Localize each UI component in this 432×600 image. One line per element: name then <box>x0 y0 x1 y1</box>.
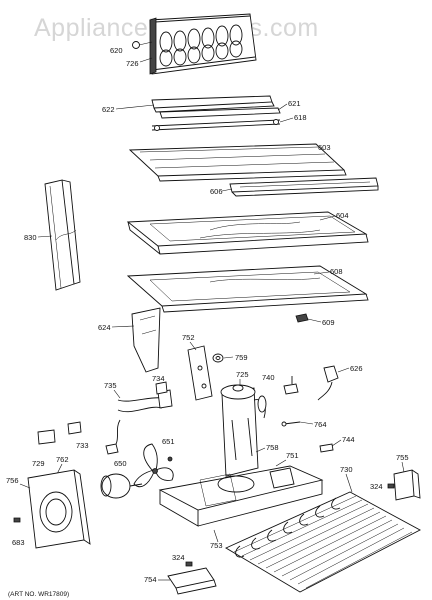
callout-764: 764 <box>314 420 327 429</box>
overload-relay-740 <box>283 376 299 395</box>
base-pan-751 <box>158 465 324 527</box>
callout-740: 740 <box>262 373 275 382</box>
grommet-759 <box>212 353 224 363</box>
callout-755: 755 <box>396 453 409 462</box>
callout-626: 626 <box>350 364 363 373</box>
front-trim-606 <box>229 177 379 197</box>
callout-651: 651 <box>162 437 175 446</box>
callout-735: 735 <box>104 381 117 390</box>
air-duct-624 <box>131 307 161 373</box>
condenser-730 <box>225 491 421 593</box>
callout-758: 758 <box>266 443 279 452</box>
callout-620: 620 <box>110 46 123 55</box>
plug-626 <box>317 365 339 401</box>
drain-trough-618 <box>151 119 281 131</box>
callout-324-upper: 324 <box>370 482 383 491</box>
callout-624: 624 <box>98 323 111 332</box>
art-number: (ART NO. WR17809) <box>8 591 69 598</box>
callout-730: 730 <box>340 465 353 474</box>
callout-621: 621 <box>288 99 301 108</box>
screw-683 <box>13 517 21 523</box>
fitting-764 <box>281 421 301 427</box>
callout-734: 734 <box>152 374 165 383</box>
callout-752: 752 <box>182 333 195 342</box>
callout-725: 725 <box>236 370 249 379</box>
compressor-725 <box>220 384 267 477</box>
connector-733 <box>67 421 82 435</box>
callout-622: 622 <box>102 105 115 114</box>
callout-756: 756 <box>6 476 19 485</box>
shelf-pan-604 <box>126 211 369 255</box>
callout-609: 609 <box>322 318 335 327</box>
callout-618: 618 <box>294 113 307 122</box>
mullion-channel-830 <box>44 179 81 291</box>
callout-324-lower: 324 <box>172 553 185 562</box>
callout-754: 754 <box>144 575 157 584</box>
callout-608: 608 <box>330 267 343 276</box>
callout-650: 650 <box>114 459 127 468</box>
callout-830: 830 <box>24 233 37 242</box>
callout-729: 729 <box>32 459 45 468</box>
callout-726: 726 <box>126 59 139 68</box>
callout-683: 683 <box>12 538 25 547</box>
defrost-heater-621 <box>159 107 281 119</box>
evaporator-coil <box>149 13 257 75</box>
callout-733: 733 <box>76 441 89 450</box>
fan-blade-651 <box>133 443 174 488</box>
fastener-609 <box>295 313 309 323</box>
fan-motor-650 <box>100 473 143 499</box>
mounting-bracket-752 <box>187 345 213 401</box>
clip-744 <box>319 443 334 453</box>
switch-729 <box>37 429 56 445</box>
lower-shelf-608 <box>126 265 369 313</box>
screw-324-lower <box>185 561 193 567</box>
callout-604: 604 <box>336 211 349 220</box>
bracket-755 <box>393 469 421 501</box>
callout-762: 762 <box>56 455 69 464</box>
screw-324-upper <box>387 483 395 489</box>
callout-744: 744 <box>342 435 355 444</box>
callout-759: 759 <box>235 353 248 362</box>
wiring-harness-735 <box>105 389 173 455</box>
connector-734 <box>155 381 168 395</box>
callout-606: 606 <box>210 187 223 196</box>
drain-pan-754 <box>167 567 217 595</box>
freezer-shelf-603 <box>128 143 347 182</box>
callout-753: 753 <box>210 541 223 550</box>
callout-603: 603 <box>318 143 331 152</box>
callout-751: 751 <box>286 451 299 460</box>
fan-shroud-756 <box>27 469 91 549</box>
thermostat-620 <box>132 41 153 49</box>
